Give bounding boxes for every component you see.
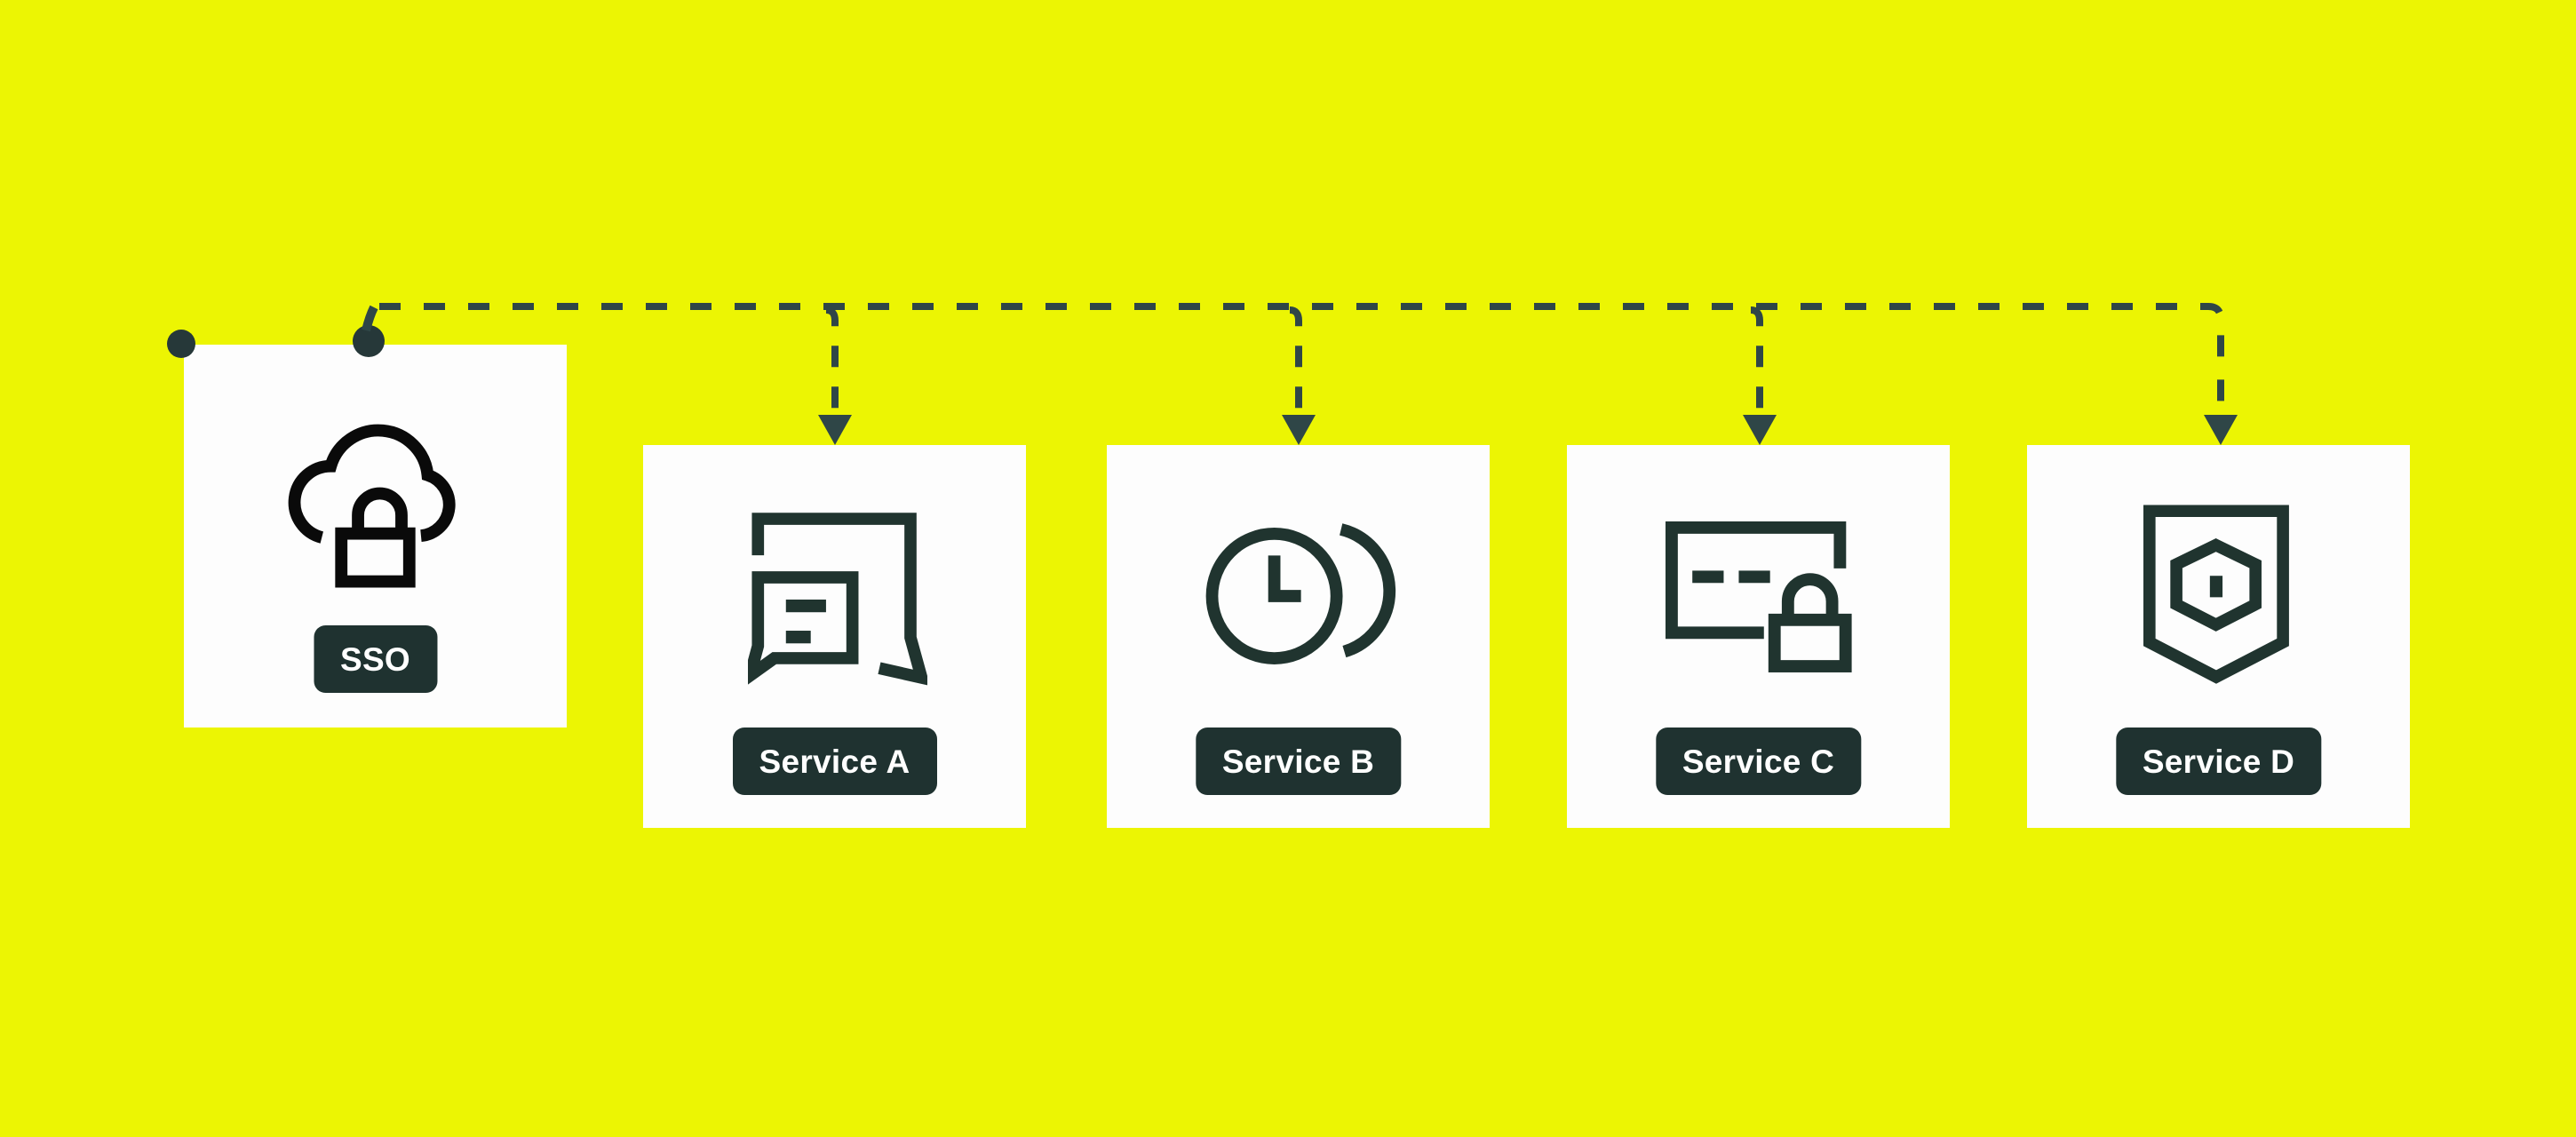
sso-label: SSO — [313, 625, 438, 693]
dashed-branch-line — [1750, 306, 1763, 416]
arrowhead-down-icon — [2204, 415, 2238, 445]
dashed-branch-line — [1289, 306, 1302, 416]
connector-stub — [362, 305, 378, 332]
dashed-bus-line — [379, 303, 2224, 416]
sso-card: SSO — [184, 345, 567, 728]
service-d-label: Service D — [2115, 728, 2322, 795]
service-a-label: Service A — [732, 728, 937, 795]
service-c-card: Service C — [1567, 445, 1950, 828]
clock-history-icon — [1205, 523, 1396, 664]
service-d-card: Service D — [2027, 445, 2410, 828]
service-b-card: Service B — [1107, 445, 1490, 828]
service-a-card: Service A — [643, 445, 1026, 828]
service-c-label: Service C — [1655, 728, 1862, 795]
dashed-branch-line — [825, 306, 839, 416]
credential-lock-icon — [1666, 521, 1852, 672]
arrowhead-down-icon — [1743, 415, 1777, 445]
chat-bubbles-icon — [748, 513, 927, 686]
arrowhead-down-icon — [1282, 415, 1316, 445]
arrowhead-down-icon — [818, 415, 852, 445]
shield-hexagon-icon — [2143, 505, 2289, 684]
cloud-lock-icon — [288, 424, 456, 588]
service-b-label: Service B — [1195, 728, 1402, 795]
